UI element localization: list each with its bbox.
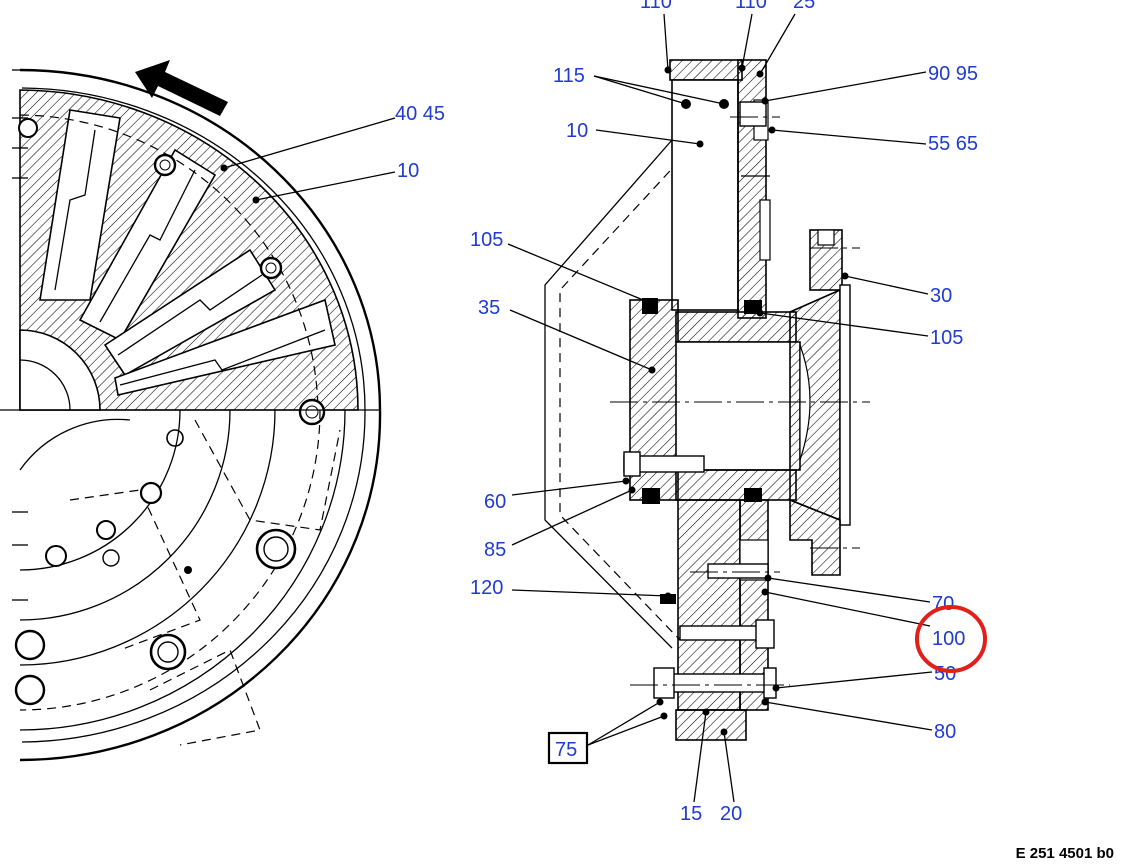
callout-110-a: 110 (640, 0, 672, 13)
callout-55-65: 55 65 (928, 133, 978, 155)
bolts (623, 101, 777, 699)
callout-10-right: 10 (566, 120, 588, 142)
callout-115: 115 (553, 65, 585, 87)
section-view (220, 13, 933, 803)
callout-105-b: 105 (930, 327, 963, 349)
outer-rim-inner-upper (21, 87, 366, 411)
cover-plate (544, 139, 673, 649)
hub-bell (789, 288, 841, 522)
bottom-ring (675, 709, 747, 741)
callout-90-95: 90 95 (928, 63, 978, 85)
callout-35: 35 (478, 297, 500, 319)
outer-rim-inner-lower (21, 409, 366, 743)
disk-body (671, 79, 739, 311)
outer-rim-lower (19, 409, 382, 762)
bolt-holes-lower (14, 429, 297, 706)
rim-ring (669, 59, 743, 81)
leader-lines (223, 13, 933, 803)
callout-75: 75 (555, 739, 577, 761)
rotation-arrow-icon (135, 60, 228, 116)
callout-80: 80 (934, 721, 956, 743)
side-plate (737, 59, 767, 319)
callout-120: 120 (470, 577, 503, 599)
callout-85: 85 (484, 539, 506, 561)
vane-3 (103, 248, 277, 377)
callout-20: 20 (720, 803, 742, 825)
callout-10-left: 10 (397, 160, 419, 182)
callout-25: 25 (793, 0, 815, 13)
front-view (0, 60, 382, 762)
outer-rim-upper (19, 68, 382, 411)
drawing-number: E 251 4501 b0 (1016, 845, 1114, 862)
callout-15: 15 (680, 803, 702, 825)
callout-105-a: 105 (470, 229, 503, 251)
bolt-holes-upper (18, 118, 326, 426)
callout-40-45: 40 45 (395, 103, 445, 125)
callout-30: 30 (930, 285, 952, 307)
callout-labels: 110 110 25 115 90 95 10 55 65 40 45 10 1… (395, 0, 978, 825)
highlight-ring (915, 605, 987, 673)
callout-60: 60 (484, 491, 506, 513)
callout-75-box (547, 731, 589, 765)
callout-110-b: 110 (735, 0, 767, 13)
callout-100: 100 (932, 628, 965, 650)
vane-1 (39, 109, 121, 301)
